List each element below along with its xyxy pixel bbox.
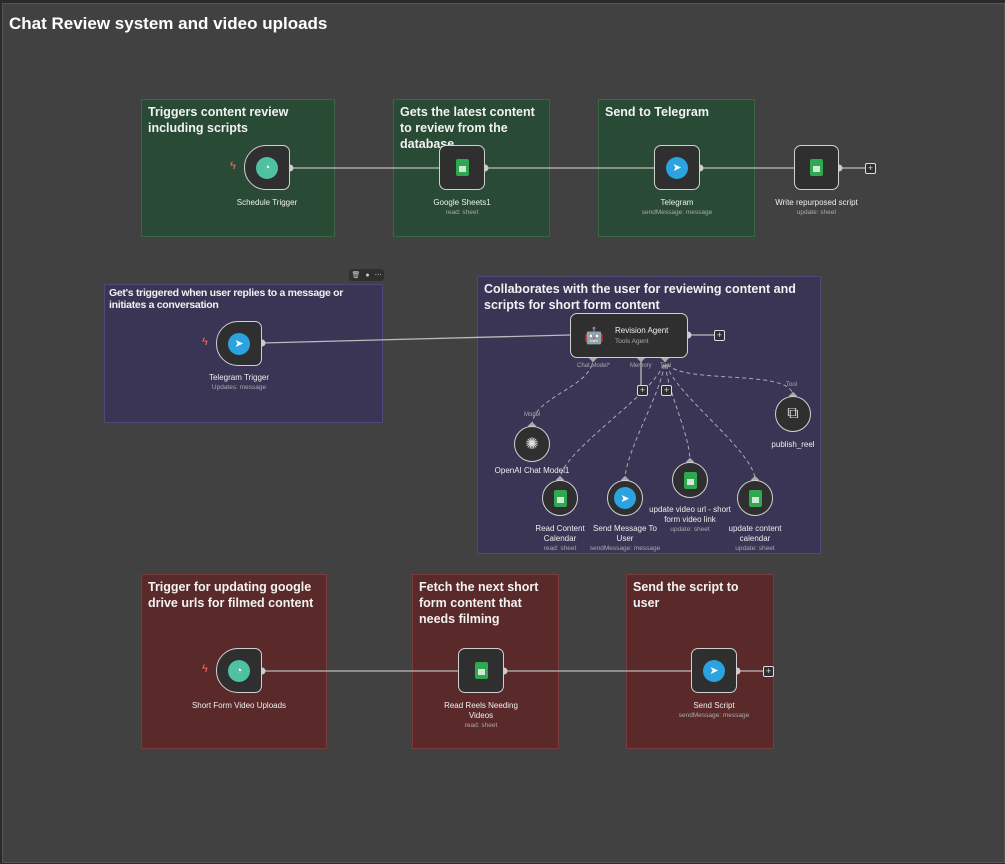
node-label: Send Script xyxy=(693,701,735,710)
add-node-button[interactable]: + xyxy=(763,666,774,677)
workflow-title: Chat Review system and video uploads xyxy=(9,14,328,33)
node-label: OpenAI Chat Model1 xyxy=(494,466,570,475)
node-read-reels-needing-videos[interactable] xyxy=(458,648,504,693)
node-label: update video url - short form video link xyxy=(649,505,731,524)
node-label: Write repurposed script xyxy=(775,198,858,207)
node-label: update content calendar xyxy=(728,524,782,543)
google-sheets-icon xyxy=(455,159,469,176)
add-node-button[interactable]: + xyxy=(714,330,725,341)
node-subtitle: Updates: message xyxy=(211,384,267,391)
node-label: Short Form Video Uploads xyxy=(191,701,287,710)
node-label: Telegram Trigger xyxy=(208,373,270,382)
node-title: Revision Agent xyxy=(615,326,669,335)
node-label: Schedule Trigger xyxy=(236,198,298,207)
node-subtitle: Tools Agent xyxy=(615,338,649,345)
google-sheets-icon xyxy=(474,662,488,679)
node-write-repurposed-script[interactable] xyxy=(794,145,839,190)
node-label: Google Sheets1 xyxy=(433,198,491,207)
connection xyxy=(261,334,571,344)
node-subtitle: update: sheet xyxy=(670,526,710,533)
connections xyxy=(258,164,865,675)
add-node-button[interactable]: + xyxy=(637,385,648,396)
node-send-script[interactable]: ➤ xyxy=(691,648,737,693)
node-telegram[interactable]: ➤ xyxy=(654,145,700,190)
delete-icon[interactable]: 🗑 xyxy=(351,272,361,279)
clock-icon: ◔ xyxy=(256,156,278,179)
handle-label: Model xyxy=(524,412,541,418)
sub-connection xyxy=(559,357,666,481)
color-icon[interactable]: ● xyxy=(365,271,370,279)
workflow-icon: ⧉ xyxy=(787,405,799,422)
node-read-content-calendar[interactable] xyxy=(542,480,578,516)
node-telegram-trigger[interactable]: ➤ xyxy=(216,321,262,366)
node-subtitle: update: sheet xyxy=(735,545,775,552)
robot-icon: 🤖 xyxy=(584,327,604,345)
google-sheets-icon xyxy=(683,471,697,489)
telegram-icon: ➤ xyxy=(703,659,725,682)
node-label: publish_reel xyxy=(771,440,815,449)
node-subtitle: update: sheet xyxy=(796,209,837,216)
node-subtitle: sendMessage: message xyxy=(641,209,713,216)
sub-connection xyxy=(531,357,594,427)
node-openai-chat-model1[interactable]: ✺ xyxy=(514,426,550,462)
node-subtitle: sendMessage: message xyxy=(589,545,661,552)
trigger-bolt-icon: ϟ xyxy=(202,336,208,348)
more-icon[interactable]: ⋯ xyxy=(374,272,382,279)
handle-label: Tool xyxy=(786,382,798,388)
node-label: Read Content Calendar xyxy=(535,524,585,543)
telegram-icon: ➤ xyxy=(228,332,250,355)
node-label: Read Reels Needing Videos xyxy=(444,701,518,720)
clock-icon: ◔ xyxy=(228,659,250,682)
sub-connection xyxy=(664,357,756,481)
node-subtitle: sendMessage: message xyxy=(678,712,750,719)
google-sheets-icon xyxy=(748,489,762,507)
telegram-icon: ➤ xyxy=(666,156,688,179)
openai-icon: ✺ xyxy=(525,436,539,453)
telegram-icon: ➤ xyxy=(614,487,636,509)
node-send-message-to-user[interactable]: ➤ xyxy=(607,480,643,516)
node-subtitle: read: sheet xyxy=(543,545,577,552)
node-google-sheets1[interactable] xyxy=(439,145,485,190)
node-schedule-trigger[interactable]: ◔ xyxy=(244,145,290,190)
handle-label: Memory xyxy=(630,363,652,369)
sticky-toolbar[interactable]: 🗑 ● ⋯ xyxy=(349,269,384,281)
node-subtitle: read: sheet xyxy=(445,209,479,216)
sub-connection xyxy=(664,357,794,397)
add-node-button[interactable]: + xyxy=(661,385,672,396)
node-publish-reel[interactable]: ⧉ xyxy=(775,396,811,432)
sub-connection xyxy=(664,357,691,463)
trigger-bolt-icon: ϟ xyxy=(202,663,208,675)
workflow-canvas[interactable]: Chat Review system and video uploads Tri… xyxy=(2,3,1005,863)
node-update-video-url-short-form-video-link[interactable] xyxy=(672,462,708,498)
sub-connection xyxy=(624,357,666,481)
sticky-note[interactable]: Trigger for updating google drive urls f… xyxy=(141,574,327,749)
trigger-bolt-icon: ϟ xyxy=(230,160,236,172)
node-label: Send Message To User xyxy=(593,524,657,543)
node-subtitle: read: sheet xyxy=(464,722,498,729)
add-node-button[interactable]: + xyxy=(865,163,876,174)
handle-label: Chat Model* xyxy=(577,363,611,369)
handle-label: Tool xyxy=(660,363,672,369)
google-sheets-icon xyxy=(810,159,823,176)
google-sheets-icon xyxy=(553,489,567,507)
node-short-form-video-uploads[interactable]: ◔ xyxy=(216,648,262,693)
node-label: Telegram xyxy=(660,198,694,207)
node-update-content-calendar[interactable] xyxy=(737,480,773,516)
